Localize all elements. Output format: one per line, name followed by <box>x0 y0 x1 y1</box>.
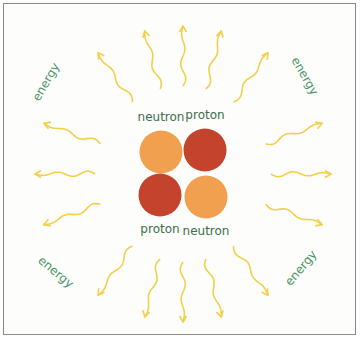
ray-arrowhead <box>180 316 187 322</box>
circle-shape <box>183 128 227 172</box>
nucleon-circle: neutron <box>139 130 183 174</box>
ray-arrowhead <box>44 219 51 226</box>
nucleon-circle: neutron <box>184 175 228 219</box>
ray-arrowhead <box>262 53 268 60</box>
ray-arrowhead <box>216 310 223 317</box>
ray-arrowhead <box>98 288 104 295</box>
energy-ray <box>98 53 132 102</box>
energy-ray <box>234 53 268 102</box>
ray-arrowhead <box>44 122 51 129</box>
nucleon-circle: proton <box>138 173 182 217</box>
particle-label: neutron <box>138 110 185 124</box>
ray-arrowhead <box>180 26 187 32</box>
energy-ray <box>266 123 322 144</box>
circle-shape <box>138 173 182 217</box>
energy-ray <box>271 172 331 177</box>
ray-arrowhead <box>216 31 223 38</box>
energy-ray <box>35 171 95 176</box>
particle-label: neutron <box>183 224 230 238</box>
frame <box>3 3 356 335</box>
energy-ray <box>145 31 162 89</box>
ray-arrowhead <box>98 53 104 60</box>
energy-ray <box>98 246 132 295</box>
circle-shape <box>139 130 183 174</box>
ray-arrowhead <box>35 171 41 178</box>
energy-ray <box>44 204 100 225</box>
ray-arrowhead <box>325 171 331 178</box>
energy-ray <box>266 204 322 225</box>
ray-arrowhead <box>262 288 268 295</box>
ray-arrowhead <box>143 31 150 38</box>
nucleon-circle: proton <box>183 128 227 172</box>
energy-ray <box>180 262 185 322</box>
ray-arrowhead <box>315 219 322 226</box>
energy-ray <box>206 31 222 89</box>
energy-ray <box>44 123 100 143</box>
energy-ray <box>145 259 161 317</box>
ray-arrowhead <box>315 122 322 129</box>
energy-ray <box>234 246 268 295</box>
energy-ray <box>181 26 186 86</box>
circle-shape <box>184 175 228 219</box>
particle-label: proton <box>185 108 224 122</box>
particle-label: proton <box>140 222 179 236</box>
energy-ray <box>205 259 222 317</box>
ray-arrowhead <box>143 310 150 317</box>
